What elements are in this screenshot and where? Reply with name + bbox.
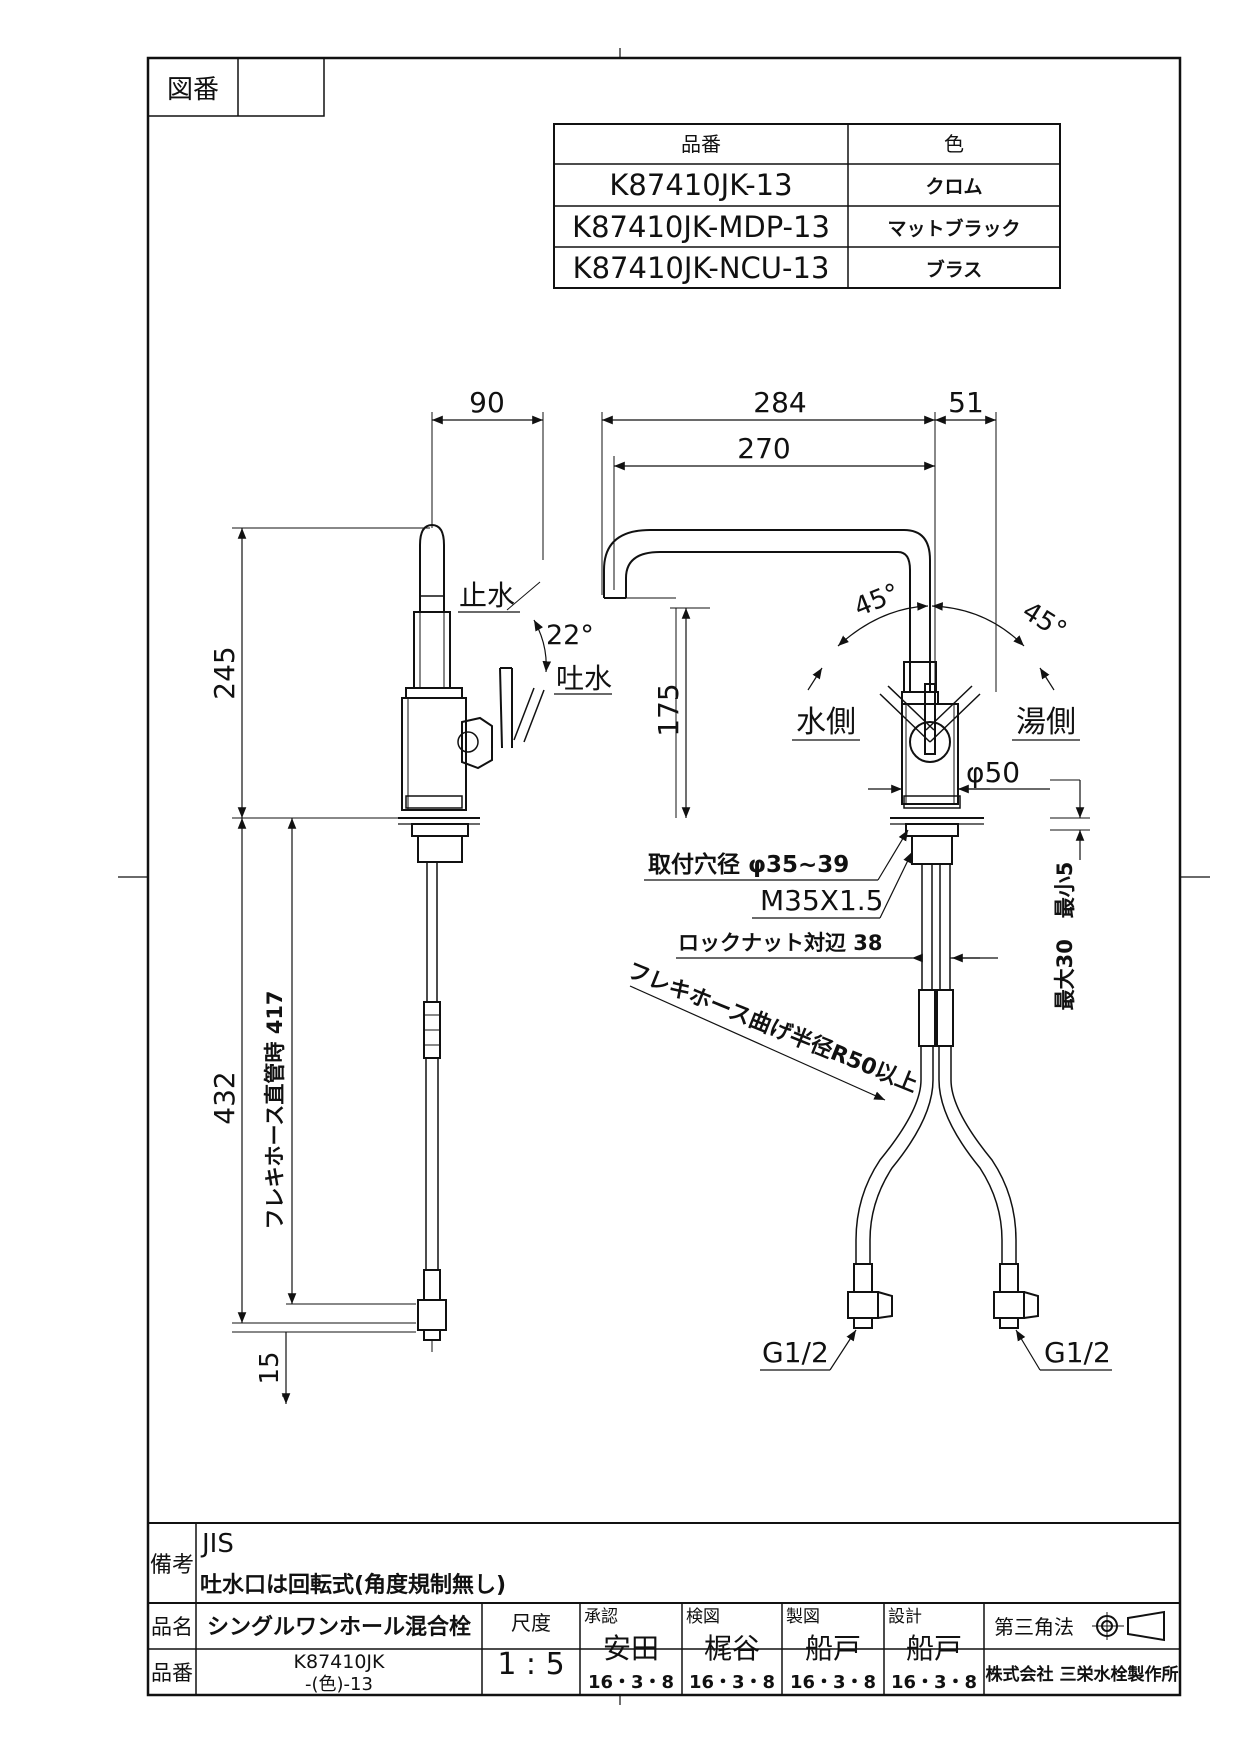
side-dim-bottom: 15 — [255, 1351, 285, 1384]
approval-label: 承認 — [584, 1607, 618, 1627]
approval-name: 安田 — [603, 1632, 659, 1665]
side-dim-height: 245 — [208, 646, 241, 699]
drawing-number-label: 図番 — [167, 75, 219, 105]
scale-value: 1 : 5 — [497, 1647, 564, 1682]
scale-label: 尺度 — [511, 1611, 551, 1635]
design-date: 16・3・8 — [891, 1672, 977, 1693]
front-thread: M35X1.5 — [760, 884, 884, 917]
design-name: 船戸 — [906, 1632, 962, 1665]
variants-header-code: 品番 — [681, 132, 721, 156]
third-angle-projection-icon — [1092, 1610, 1165, 1642]
front-dim-175: 175 — [652, 683, 685, 736]
title-block: 備考 JIS 吐水口は回転式(角度規制無し) 品名 シングルワンホール混合栓 品… — [148, 1522, 1180, 1695]
check-label: 検図 — [686, 1607, 720, 1627]
front-view: 284 51 270 175 45° 45° 水側 湯側 — [601, 386, 1112, 1371]
product-name: シングルワンホール混合栓 — [207, 1614, 471, 1640]
variant-code-2: K87410JK-MDP-13 — [572, 210, 830, 244]
drawing-frame — [146, 56, 1182, 1697]
front-mount-hole: 取付穴径 φ35~39 — [648, 851, 849, 878]
front-connect-left: G1/2 — [762, 1336, 829, 1369]
remarks-label: 備考 — [150, 1553, 194, 1578]
drawing-number-box: 図番 — [147, 57, 325, 117]
side-angle: 22° — [546, 620, 594, 651]
variant-color-1: クロム — [925, 176, 982, 198]
variant-code-1: K87410JK-13 — [609, 168, 792, 202]
product-name-label: 品名 — [151, 1615, 193, 1639]
remark-rotation: 吐水口は回転式(角度規制無し) — [200, 1572, 506, 1598]
company-name: 株式会社 三栄水栓製作所 — [986, 1664, 1179, 1685]
front-dim-270: 270 — [737, 432, 790, 465]
projection-label: 第三角法 — [994, 1615, 1074, 1639]
check-name: 梶谷 — [704, 1632, 760, 1665]
side-hose-straight: フレキホース直管時 417 — [263, 990, 287, 1229]
drawn-date: 16・3・8 — [790, 1672, 876, 1693]
front-locknut: ロックナット対辺 38 — [678, 931, 883, 955]
front-dim-284: 284 — [753, 386, 806, 419]
design-label: 設計 — [888, 1607, 922, 1627]
product-code-label: 品番 — [151, 1661, 193, 1685]
front-angle-right: 45° — [1017, 596, 1072, 646]
front-dim-51: 51 — [948, 386, 984, 419]
drawn-label: 製図 — [786, 1607, 820, 1627]
variants-table: 品番 色 K87410JK-13 クロム K87410JK-MDP-13 マット… — [553, 123, 1061, 289]
product-code-2: -(色)-13 — [305, 1674, 373, 1695]
front-hose-radius: フレキホース曲げ半径R50以上 — [624, 957, 922, 1097]
front-label-cold: 水側 — [796, 705, 856, 740]
side-view: 90 245 止水 22° 吐水 — [208, 386, 612, 1404]
front-deck-thickness: 最大30 最小5 — [1053, 862, 1077, 1011]
variants-header-color: 色 — [944, 132, 964, 156]
side-dim-width: 90 — [469, 386, 505, 419]
variant-color-2: マットブラック — [887, 217, 1020, 240]
front-label-hot: 湯側 — [1016, 705, 1076, 740]
variant-code-3: K87410JK-NCU-13 — [573, 251, 830, 285]
side-dim-hose: 432 — [208, 1071, 241, 1124]
check-date: 16・3・8 — [689, 1672, 775, 1693]
front-angle-left: 45° — [850, 578, 904, 623]
front-connect-right: G1/2 — [1044, 1336, 1111, 1369]
variant-color-3: ブラス — [926, 258, 983, 281]
drawn-name: 船戸 — [805, 1632, 861, 1665]
product-code-1: K87410JK — [294, 1651, 386, 1673]
side-label-stop: 止水 — [459, 579, 515, 612]
side-label-spout: 吐水 — [556, 662, 612, 695]
front-dim-diameter: φ50 — [966, 756, 1020, 789]
remark-jis: JIS — [200, 1529, 234, 1559]
approval-date: 16・3・8 — [588, 1672, 674, 1693]
